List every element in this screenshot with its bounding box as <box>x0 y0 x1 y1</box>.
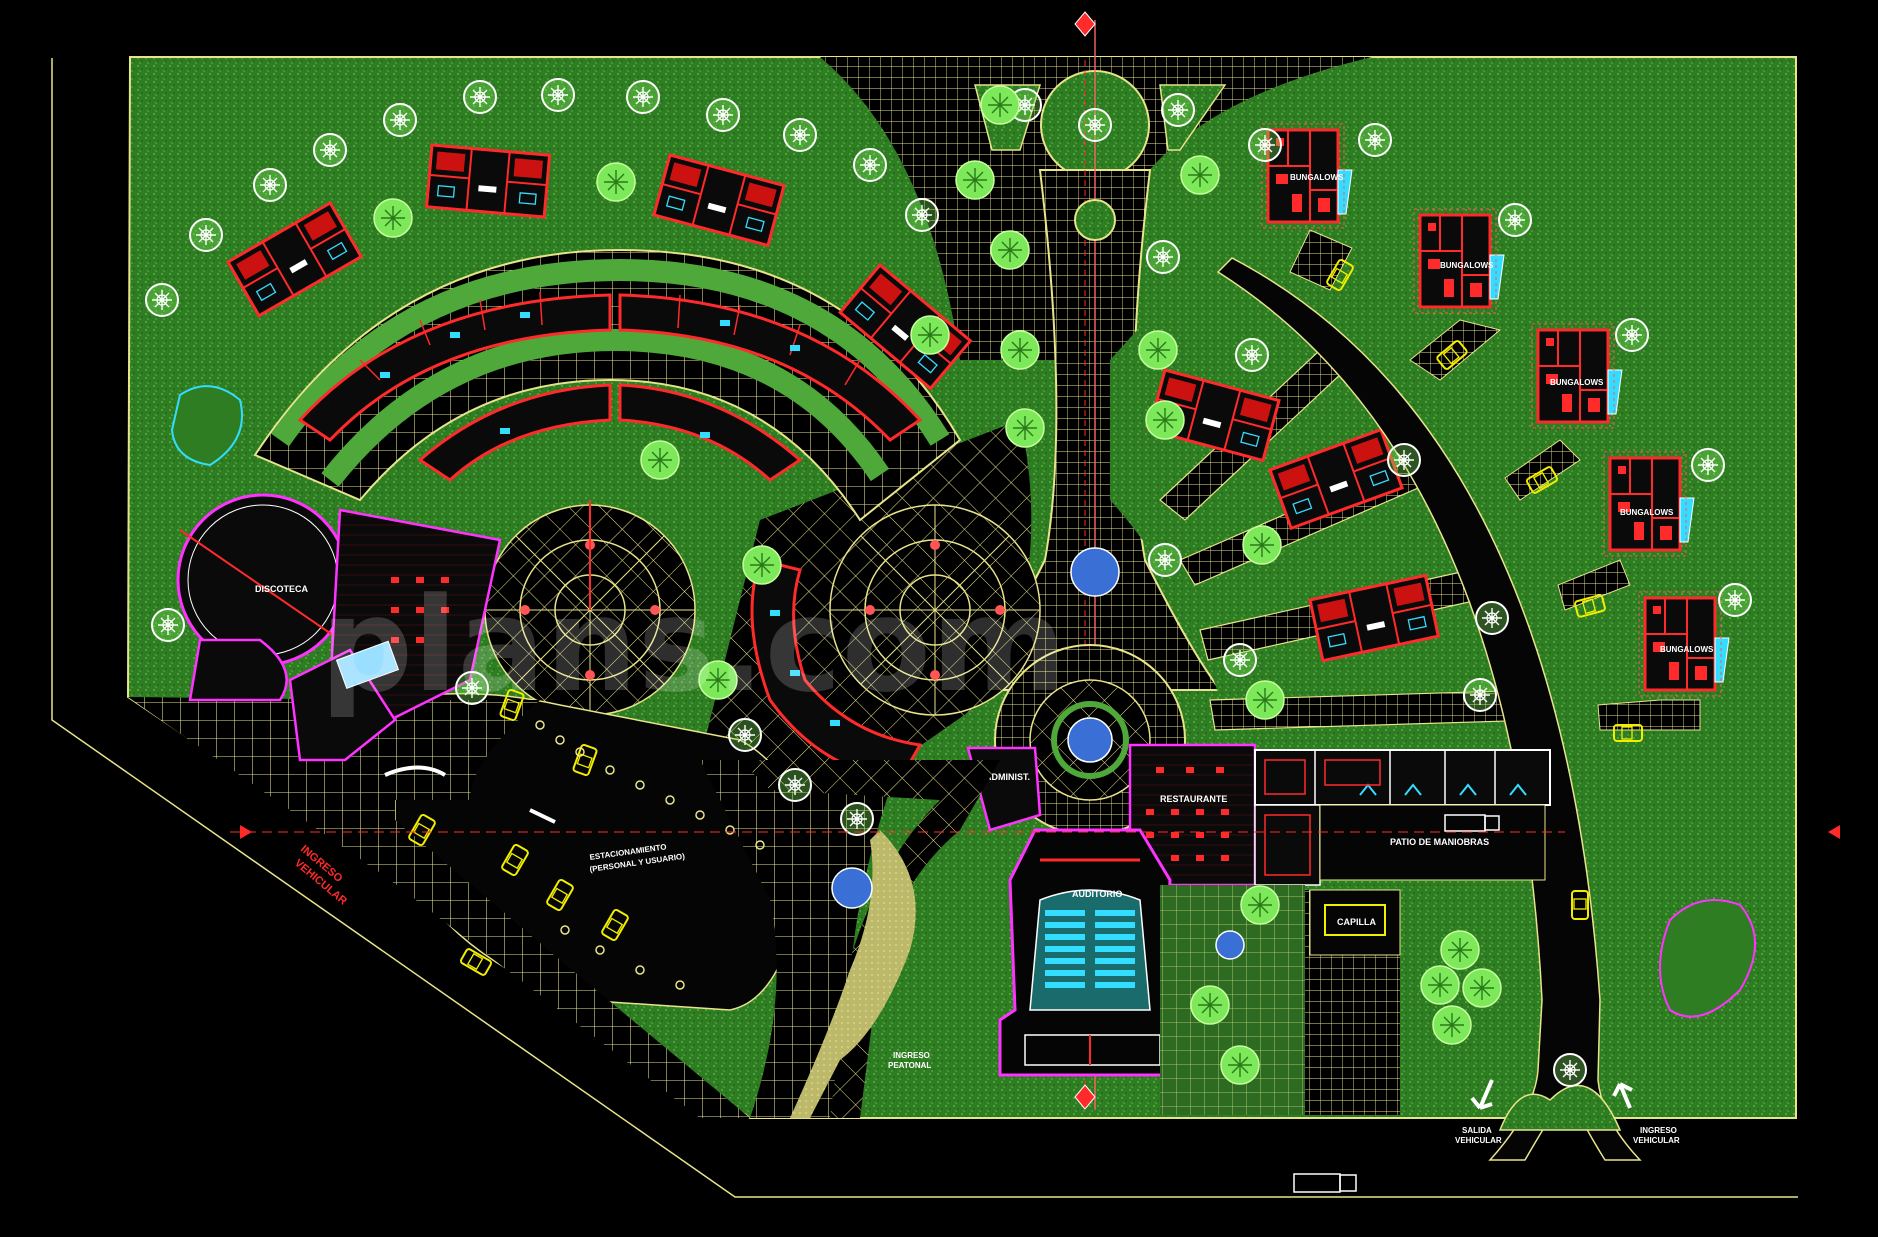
restaurant-label: RESTAURANTE <box>1160 794 1227 804</box>
north-marker <box>1074 11 1096 37</box>
pond-west <box>170 385 243 467</box>
flow-arrow <box>529 808 556 824</box>
truck-icon <box>1444 814 1500 832</box>
pedestrian-path <box>790 830 916 1118</box>
capilla-fountain <box>1215 930 1245 960</box>
entry-arrow <box>1612 1082 1633 1109</box>
axis-marker-west <box>240 825 252 839</box>
capilla-building <box>1324 904 1386 936</box>
capilla-label: CAPILLA <box>1337 917 1376 927</box>
parking-pool <box>831 867 873 909</box>
bungalow-label: BUNGALOWS <box>1290 173 1344 182</box>
discoteca <box>176 493 502 762</box>
axis-pool <box>1070 547 1120 597</box>
discoteca-label: DISCOTECA <box>255 584 309 594</box>
bungalow-label: BUNGALOWS <box>1620 508 1674 517</box>
auditorium <box>998 828 1187 1077</box>
flow-arrow <box>384 765 447 777</box>
bungalow-label: BUNGALOWS <box>1660 645 1714 654</box>
parking-bollards <box>535 720 765 990</box>
exit-arrow <box>1470 1079 1494 1110</box>
watermark: plans.com <box>320 569 1066 721</box>
ingreso-peatonal-label: INGRESO <box>893 1051 930 1060</box>
axis-marker-east <box>1828 825 1840 839</box>
salida-label: SALIDA <box>1462 1126 1492 1135</box>
patio-maniobras <box>1319 804 1546 881</box>
ingreso-label: INGRESO <box>1640 1126 1677 1135</box>
ingreso-peatonal-label-2: PEATONAL <box>888 1061 931 1070</box>
patio-label: PATIO DE MANIOBRAS <box>1390 837 1489 847</box>
hemicycle <box>253 248 962 522</box>
rose-plaza-right <box>829 504 1041 716</box>
salida-label-2: VEHICULAR <box>1455 1136 1502 1145</box>
south-marker <box>1074 1084 1096 1110</box>
bungalow-label: BUNGALOWS <box>1550 378 1604 387</box>
ingreso-label-2: VEHICULAR <box>1633 1136 1680 1145</box>
outer-boundary <box>51 58 1798 1198</box>
truck-icon-south <box>1293 1173 1357 1193</box>
axis-circle <box>1074 199 1116 241</box>
pond-east <box>1659 899 1756 1018</box>
bungalow-label: BUNGALOWS <box>1440 261 1494 270</box>
west-paving <box>128 697 750 1118</box>
admin-label: ADMINIST. <box>985 772 1030 782</box>
auditorium-label: AUDITORIO <box>1072 889 1122 899</box>
